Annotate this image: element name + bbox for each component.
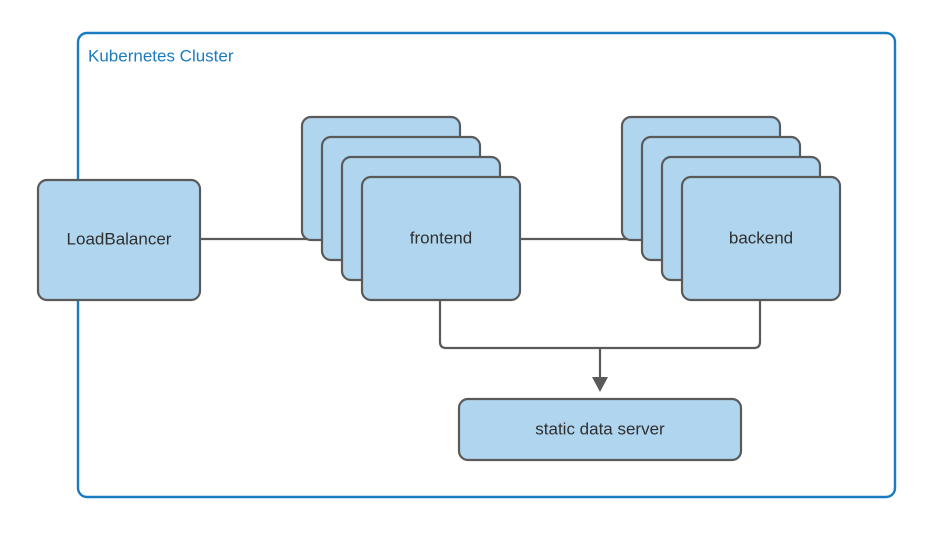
node-frontend[interactable]: frontend bbox=[300, 115, 522, 302]
node-loadbalancer[interactable]: LoadBalancer bbox=[36, 178, 202, 302]
edge-frontend-to-static-data-server[interactable] bbox=[438, 300, 600, 350]
edge-line bbox=[438, 300, 600, 350]
edge-backend-to-static-data-server[interactable] bbox=[600, 300, 762, 350]
node-backend[interactable]: backend bbox=[620, 115, 842, 302]
node-box bbox=[360, 175, 522, 302]
arrowhead-icon bbox=[592, 377, 608, 392]
node-box bbox=[457, 397, 743, 462]
cluster-title: Kubernetes Cluster bbox=[88, 46, 234, 65]
node-box bbox=[36, 178, 202, 302]
edge-line bbox=[600, 300, 762, 350]
node-static-data-server[interactable]: static data server bbox=[457, 397, 743, 462]
edge-junction-to-static-data-server[interactable] bbox=[592, 348, 608, 392]
node-box bbox=[680, 175, 842, 302]
